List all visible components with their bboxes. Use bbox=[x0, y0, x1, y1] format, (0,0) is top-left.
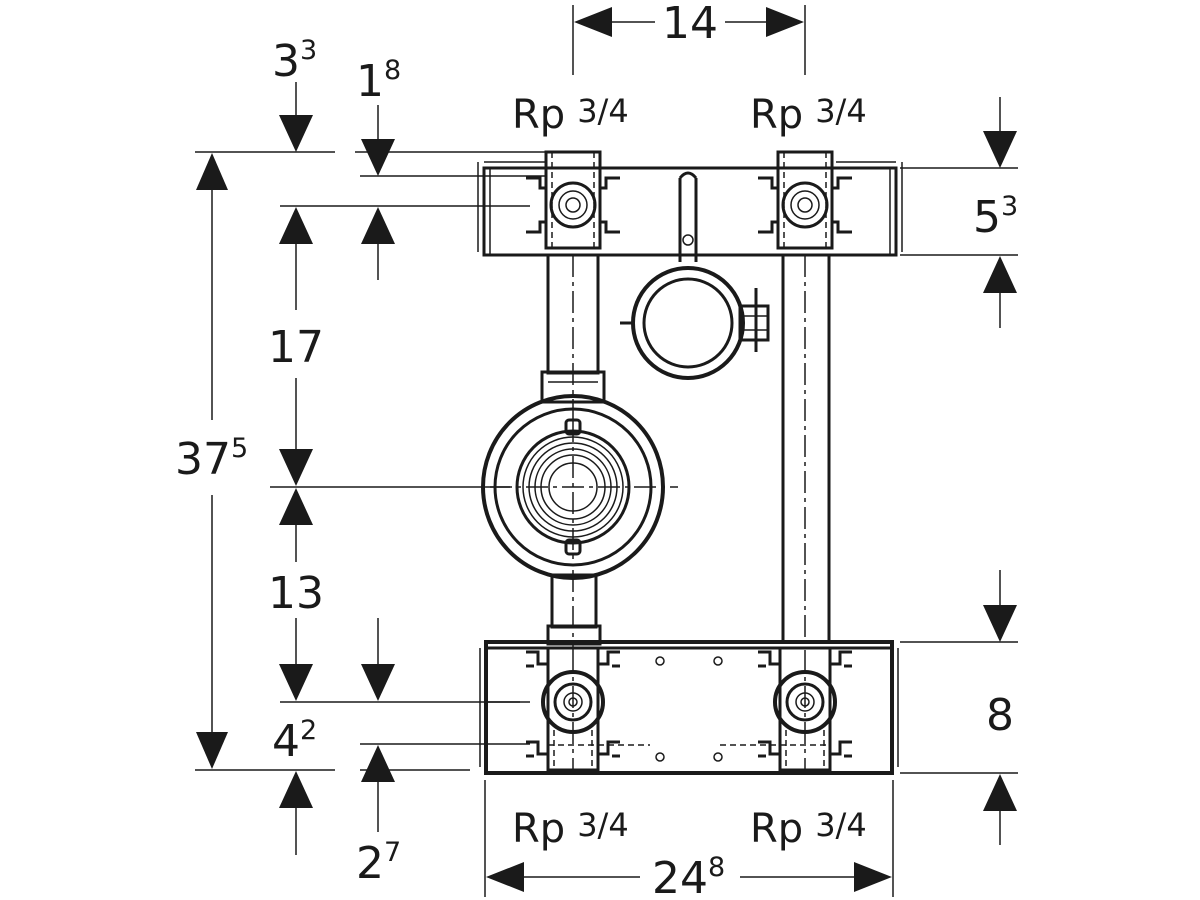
dimension-labels: 14 33 18 17 375 13 42 27 53 8 248 bbox=[175, 0, 1018, 900]
dim-upper-span: 17 bbox=[268, 322, 324, 373]
extension-lines bbox=[195, 5, 1018, 897]
dimension-arrows bbox=[196, 7, 1017, 892]
dim-top-rail-height: 53 bbox=[973, 191, 1018, 243]
dim-lower-span: 13 bbox=[268, 568, 324, 619]
dim-overall-width: 248 bbox=[652, 852, 725, 900]
top-mounting-rail bbox=[477, 161, 903, 257]
valve-body bbox=[481, 394, 678, 580]
dim-top-offset-a: 33 bbox=[272, 35, 317, 87]
pipe-clamp bbox=[620, 171, 770, 380]
bottom-right-fitting bbox=[720, 646, 852, 772]
left-riser-pipe bbox=[540, 253, 606, 420]
top-left-fitting bbox=[526, 150, 620, 250]
dim-bottom-offset-a: 42 bbox=[272, 715, 317, 767]
dim-top-width: 14 bbox=[662, 0, 718, 49]
right-riser-pipe bbox=[781, 253, 831, 644]
dim-top-offset-b: 18 bbox=[356, 55, 401, 107]
dim-bottom-offset-b: 27 bbox=[356, 837, 401, 889]
bottom-left-fitting bbox=[526, 646, 650, 772]
left-lower-pipe bbox=[546, 570, 602, 650]
dim-bottom-rail-height: 8 bbox=[986, 690, 1014, 741]
top-right-fitting bbox=[758, 150, 852, 250]
dim-overall-height: 375 bbox=[175, 433, 248, 485]
